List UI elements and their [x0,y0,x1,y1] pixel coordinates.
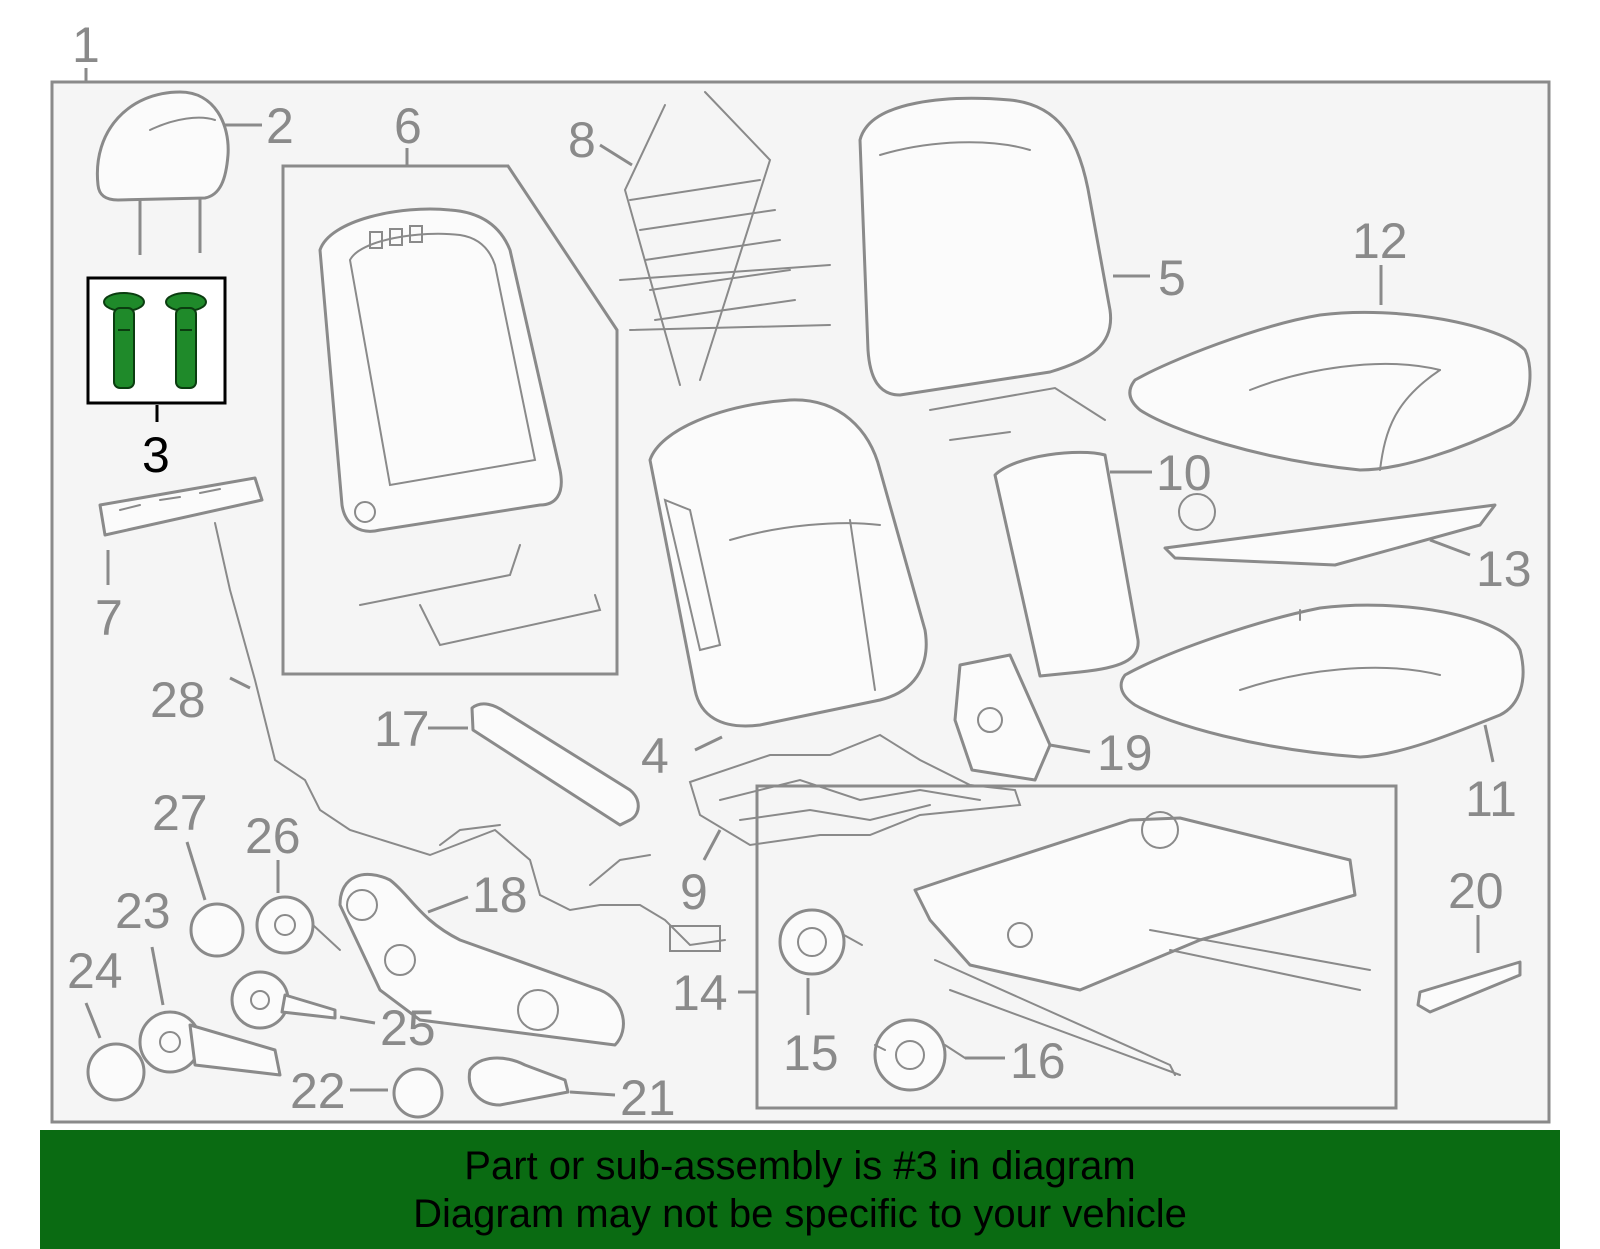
cap-27-part[interactable] [189,902,245,958]
lumbar-support-part[interactable] [619,91,831,386]
trim-bar-part[interactable] [470,702,640,827]
trim-20-part[interactable] [1416,960,1522,1014]
callout-21[interactable]: 21 [620,1070,676,1126]
callout-26[interactable]: 26 [245,808,301,864]
seat-adjuster-part[interactable] [913,811,1371,1076]
callout-6[interactable]: 6 [394,98,422,154]
handle-21-part[interactable] [467,1056,570,1107]
frame-kit-box-6 [281,164,619,676]
callout-10[interactable]: 10 [1156,445,1212,501]
trim-panel-part[interactable] [98,476,264,537]
callout-16[interactable]: 16 [1010,1033,1066,1089]
lever-25-part[interactable] [230,970,337,1030]
headrest-guide-right-part[interactable] [165,292,207,389]
callout-18[interactable]: 18 [472,867,528,923]
callout-1[interactable]: 1 [72,17,100,73]
callout-23[interactable]: 23 [115,883,171,939]
banner-line-2: Diagram may not be specific to your vehi… [413,1191,1187,1236]
side-shield-part[interactable] [338,872,625,1047]
callout-17[interactable]: 17 [374,701,430,757]
cap-24-part[interactable] [86,1042,146,1102]
callout-24[interactable]: 24 [67,943,123,999]
knob-26-part[interactable] [255,895,341,955]
callout-3[interactable]: 3 [142,427,170,483]
motor-15-part[interactable] [778,908,863,976]
seat-back-frame-part[interactable] [318,207,602,647]
callout-4[interactable]: 4 [641,728,669,784]
callout-28[interactable]: 28 [150,672,206,728]
seat-back-cover-part[interactable] [858,96,1113,441]
callout-15[interactable]: 15 [783,1025,839,1081]
callout-20[interactable]: 20 [1448,863,1504,919]
callout-2[interactable]: 2 [266,98,294,154]
callout-22[interactable]: 22 [290,1063,346,1119]
motor-16-part[interactable] [873,1018,966,1092]
callout-19[interactable]: 19 [1097,725,1153,781]
info-banner: Part or sub-assembly is #3 in diagram Di… [40,1130,1560,1249]
callout-14[interactable]: 14 [672,965,728,1021]
adjuster-kit-box-14 [755,784,1398,1110]
callout-13[interactable]: 13 [1476,541,1532,597]
callout-12[interactable]: 12 [1352,213,1408,269]
callout-11[interactable]: 11 [1465,771,1517,827]
callout-27[interactable]: 27 [152,785,208,841]
callout-5[interactable]: 5 [1158,250,1186,306]
callout-9[interactable]: 9 [680,864,708,920]
banner-line-1: Part or sub-assembly is #3 in diagram [464,1143,1136,1188]
callout-25[interactable]: 25 [380,1000,436,1056]
callout-8[interactable]: 8 [568,112,596,168]
handle-23-part[interactable] [138,1010,282,1077]
seat-back-panel-part[interactable] [993,450,1140,678]
headrest-guide-left-part[interactable] [103,292,145,389]
seat-back-trim-cover-part[interactable] [648,398,928,728]
seat-cushion-cover-part[interactable] [1119,603,1525,759]
headrest-part[interactable] [95,90,230,255]
wiring-harness-part[interactable] [214,522,726,952]
seat-cushion-pad-part[interactable] [1128,310,1532,472]
cushion-pan-board-part[interactable] [1163,493,1497,567]
callout-7[interactable]: 7 [95,590,123,646]
cap-22-part[interactable] [392,1067,444,1119]
recliner-cover-part[interactable] [953,653,1052,782]
